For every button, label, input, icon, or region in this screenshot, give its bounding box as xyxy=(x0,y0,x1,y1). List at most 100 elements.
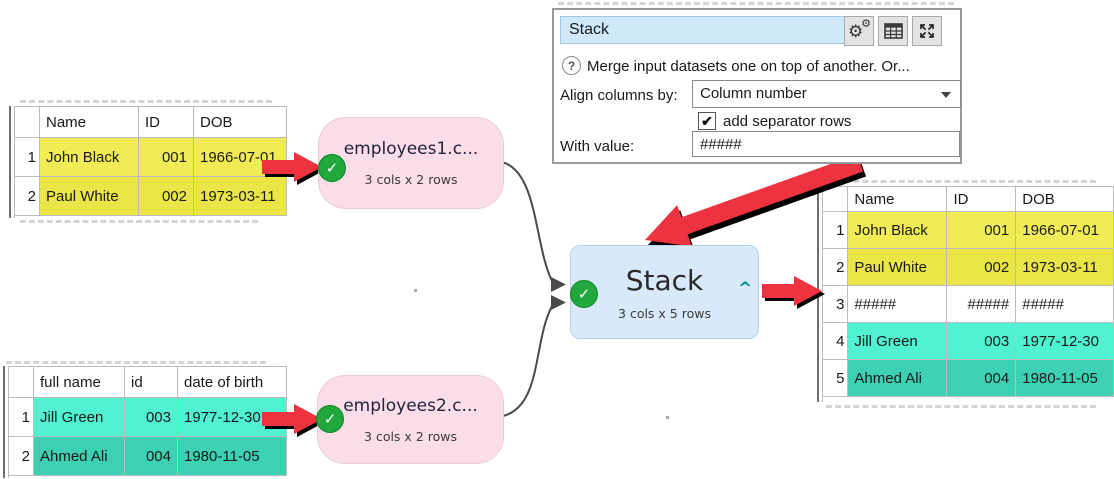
cell[interactable]: ##### xyxy=(847,285,948,323)
cell[interactable]: 004 xyxy=(946,359,1017,397)
canvas-grid-dot xyxy=(666,416,669,419)
node-stack[interactable]: Stack 3 cols x 5 rows ✓ ^ xyxy=(570,245,759,339)
red-arrow-output xyxy=(762,276,825,309)
cell[interactable]: ##### xyxy=(946,285,1017,323)
with-value-input[interactable] xyxy=(692,131,960,157)
row-number-header xyxy=(14,106,40,138)
torn-edge xyxy=(20,220,258,223)
cell[interactable]: Paul White xyxy=(39,176,139,216)
node-size-label: 3 cols x 2 rows xyxy=(364,428,457,444)
cell[interactable]: Jill Green xyxy=(33,397,125,437)
column-header: ID xyxy=(946,186,1017,212)
row-number: 2 xyxy=(14,176,40,216)
stack-settings-panel: ⚙⚙ ? Merge input datasets one on top of … xyxy=(552,8,962,164)
column-header: Name xyxy=(39,106,139,138)
row-number: 5 xyxy=(821,359,849,397)
cell[interactable]: 1980-11-05 xyxy=(177,436,287,476)
cell[interactable]: 1973-03-11 xyxy=(1015,248,1114,286)
align-columns-label: Align columns by: xyxy=(560,87,678,104)
column-header: DOB xyxy=(193,106,287,138)
row-number: 3 xyxy=(821,285,849,323)
cell[interactable]: 1973-03-11 xyxy=(193,176,287,216)
cell[interactable]: 002 xyxy=(946,248,1017,286)
cell[interactable]: 003 xyxy=(124,397,178,437)
torn-edge xyxy=(20,100,272,103)
node-size-label: 3 cols x 5 rows xyxy=(618,305,711,321)
align-columns-select[interactable]: Column number xyxy=(692,80,961,108)
column-header: Name xyxy=(847,186,948,212)
cell[interactable]: Paul White xyxy=(847,248,948,286)
row-number: 2 xyxy=(821,248,849,286)
cell[interactable]: 1977-12-30 xyxy=(177,397,287,437)
cell[interactable]: 1966-07-01 xyxy=(1015,211,1114,249)
column-header: id xyxy=(124,366,178,398)
node-employees2[interactable]: employees2.c... 3 cols x 2 rows ✓ xyxy=(316,375,504,464)
cell[interactable]: ##### xyxy=(1015,285,1114,323)
status-ok-icon: ✓ xyxy=(570,280,598,308)
cell[interactable]: Ahmed Ali xyxy=(847,359,948,397)
status-ok-icon: ✓ xyxy=(318,154,346,182)
transform-description: Merge input datasets one on top of anoth… xyxy=(587,58,910,75)
help-icon[interactable]: ? xyxy=(562,56,581,75)
with-value-label: With value: xyxy=(560,138,635,155)
table-row: 3############### xyxy=(821,285,1114,323)
align-columns-value: Column number xyxy=(700,85,807,102)
cell[interactable]: John Black xyxy=(39,137,139,177)
row-number: 1 xyxy=(14,137,40,177)
cell[interactable]: 1966-07-01 xyxy=(193,137,287,177)
row-number-header xyxy=(821,186,849,212)
connector-employees2-to-stack xyxy=(502,295,566,417)
cell[interactable]: 1980-11-05 xyxy=(1015,359,1114,397)
cell[interactable]: Jill Green xyxy=(847,322,948,360)
row-number: 2 xyxy=(8,436,34,476)
row-number: 4 xyxy=(821,322,849,360)
torn-edge xyxy=(6,361,266,364)
node-label: Stack xyxy=(625,263,704,297)
add-separator-rows-label: add separator rows xyxy=(723,113,852,130)
chevron-down-icon xyxy=(941,92,951,98)
torn-edge xyxy=(826,180,1096,183)
settings-button[interactable]: ⚙⚙ xyxy=(844,16,874,46)
checkmark-icon: ✔ xyxy=(701,112,713,129)
canvas-grid-dot xyxy=(414,289,417,292)
cell[interactable]: 1977-12-30 xyxy=(1015,322,1114,360)
node-label: employees2.c... xyxy=(343,395,478,416)
column-header: date of birth xyxy=(177,366,287,398)
expand-button[interactable] xyxy=(912,16,942,46)
cell[interactable]: John Black xyxy=(847,211,948,249)
row-number: 1 xyxy=(821,211,849,249)
torn-edge xyxy=(826,405,1096,408)
row-number: 1 xyxy=(8,397,34,437)
transform-name-input[interactable] xyxy=(560,16,854,44)
node-employees1[interactable]: employees1.c... 3 cols x 2 rows ✓ xyxy=(318,117,504,209)
cell[interactable]: 004 xyxy=(124,436,178,476)
table-view-button[interactable] xyxy=(878,16,908,46)
cell[interactable]: Ahmed Ali xyxy=(33,436,125,476)
column-header: ID xyxy=(138,106,194,138)
gear-icon: ⚙⚙ xyxy=(848,17,871,42)
status-ok-icon: ✓ xyxy=(316,405,344,433)
column-header: full name xyxy=(33,366,125,398)
add-separator-rows-checkbox[interactable]: ✔ xyxy=(698,112,716,130)
cell[interactable]: 001 xyxy=(138,137,194,177)
row-number-header xyxy=(8,366,34,398)
column-header: DOB xyxy=(1015,186,1114,212)
cell[interactable]: 002 xyxy=(138,176,194,216)
cell[interactable]: 003 xyxy=(946,322,1017,360)
collapse-caret[interactable]: ^ xyxy=(738,279,753,299)
expand-icon xyxy=(920,24,934,38)
cell[interactable]: 001 xyxy=(946,211,1017,249)
torn-edge xyxy=(558,2,954,5)
